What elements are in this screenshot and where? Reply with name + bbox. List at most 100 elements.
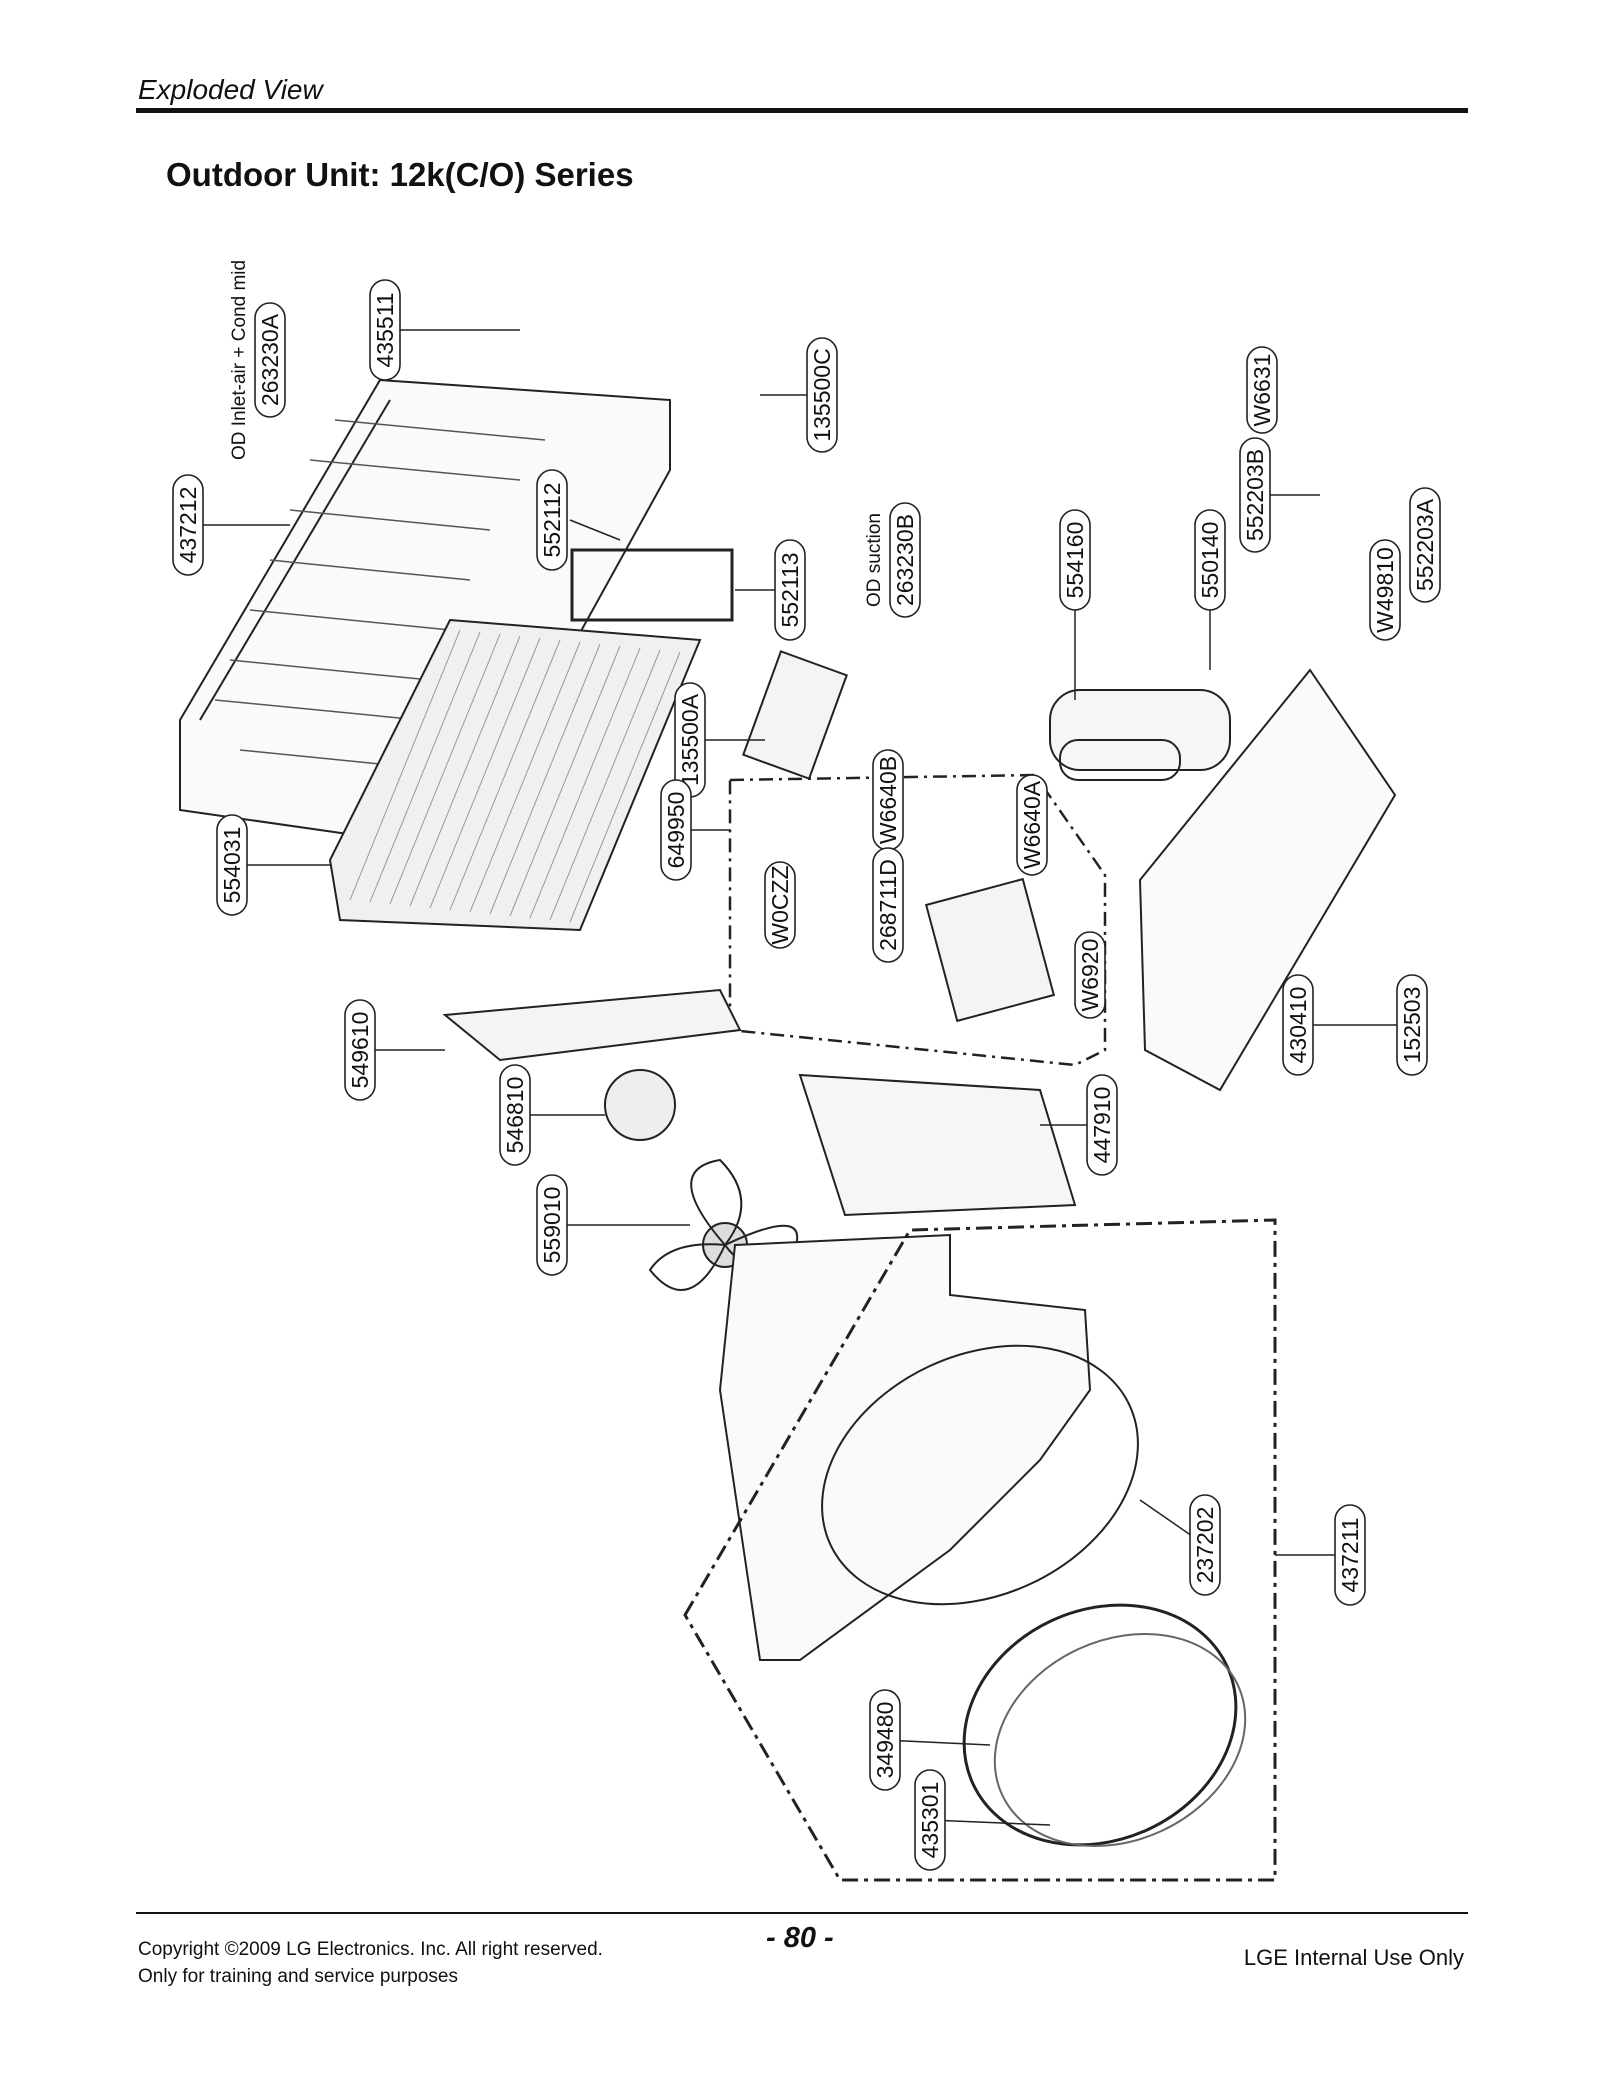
part-label-oval (499, 1064, 531, 1166)
page-number: - 80 - (766, 1922, 834, 1954)
part-label-oval (536, 469, 568, 571)
cabinet-assembly-outline (683, 1218, 1277, 1882)
part-number-text: 152503 (1399, 987, 1425, 1064)
footer-left: Copyright ©2009 LG Electronics. Inc. All… (138, 1936, 603, 1990)
part-number-text: W6631 (1249, 354, 1275, 427)
motor-mount-drawing (442, 988, 742, 1062)
part-number-text: 268711D (875, 859, 901, 951)
part-label-w6640a: W6640A (1016, 774, 1048, 876)
part-number-text: W6920 (1077, 939, 1103, 1012)
part-number-text: 447910 (1089, 1087, 1115, 1164)
part-label-554031: 554031 (216, 814, 248, 916)
fan-motor-drawing (604, 1069, 676, 1141)
part-label-oval (1194, 509, 1226, 611)
part-label-152503: 152503 (1396, 974, 1428, 1076)
part-label-437212: 437212 (172, 474, 204, 576)
part-label-552203b: 552203B (1239, 437, 1271, 553)
part-labels: 435511 135500C 437212 263230A OD Inlet-air +… (172, 260, 1441, 1871)
part-number-text: 550140 (1197, 522, 1223, 599)
part-number-text: 552203A (1412, 498, 1438, 591)
part-label-oval (1282, 974, 1314, 1076)
part-label-552203a: 552203A (1409, 487, 1441, 603)
part-number-text: 435511 (372, 292, 398, 367)
part-label-oval (1246, 346, 1278, 434)
header-rule (136, 108, 1468, 113)
part-label-447910: 447910 (1086, 1074, 1118, 1176)
condenser-coil-drawing (328, 618, 702, 932)
part-label-oval (806, 337, 838, 453)
part-label-549610: 549610 (344, 999, 376, 1101)
front-grille-drawing (962, 1603, 1247, 1847)
part-label-oval (369, 279, 401, 381)
part-label-oval (344, 999, 376, 1101)
part-number-text: W6640B (875, 756, 901, 844)
part-number-text: 559010 (539, 1187, 565, 1264)
part-label-435511: 435511 (369, 279, 401, 381)
compressor-drawing (1049, 689, 1231, 781)
part-label-349480: 349480 (869, 1689, 901, 1791)
part-number-text: 552113 (777, 552, 803, 627)
section-header: Exploded View (138, 74, 323, 105)
part-label-546810: 546810 (499, 1064, 531, 1166)
part-label-oval (1074, 931, 1106, 1019)
page-title: Outdoor Unit: 12k(C/O) Series (166, 156, 634, 193)
part-label-oval (216, 814, 248, 916)
part-label-w6640b: W6640B (872, 749, 904, 851)
control-pcb-case-drawing (924, 877, 1056, 1023)
control-box-outline (728, 773, 1107, 1067)
part-note-text: OD suction (864, 513, 885, 607)
part-label-oval (914, 1769, 946, 1871)
part-number-text: 552203B (1242, 449, 1268, 541)
part-label-oval (1239, 437, 1271, 553)
part-number-text: 135500A (677, 693, 703, 786)
part-label-437211: 437211 (1334, 1504, 1366, 1606)
part-label-oval (764, 861, 796, 949)
part-label-oval (254, 302, 286, 418)
part-number-text: 649950 (663, 792, 689, 869)
part-number-text: 435301 (917, 1782, 943, 1859)
part-label-oval (1059, 509, 1091, 611)
part-number-text: 263230B (892, 514, 918, 606)
part-label-135500c: 135500C (806, 337, 838, 453)
part-number-text: W0CZZ (767, 865, 793, 944)
part-label-237202: 237202 (1189, 1494, 1221, 1596)
part-label-oval (1016, 774, 1048, 876)
part-label-oval (872, 847, 904, 963)
part-number-text: 135500C (809, 348, 835, 441)
part-label-oval (1396, 974, 1428, 1076)
part-label-559010: 559010 (536, 1174, 568, 1276)
part-number-text: 437212 (175, 487, 201, 564)
part-label-268711d: 268711D (872, 847, 904, 963)
part-label-oval (1086, 1074, 1118, 1176)
part-number-text: 437211 (1337, 1517, 1363, 1592)
part-label-430410: 430410 (1282, 974, 1314, 1076)
part-number-text: 549610 (347, 1012, 373, 1089)
part-label-oval (660, 779, 692, 881)
part-label-w6920: W6920 (1074, 931, 1106, 1019)
part-label-649950: 649950 (660, 779, 692, 881)
part-number-text: W6640A (1019, 780, 1045, 869)
pipe-assembly-box (570, 548, 734, 622)
part-note-text: OD Inlet-air + Cond mid (229, 260, 250, 460)
part-label-oval (889, 502, 921, 618)
part-label-552113: 552113 (774, 539, 806, 641)
part-number-text: 554160 (1062, 522, 1088, 599)
part-number-text: 263230A (257, 313, 283, 406)
part-label-oval (869, 1689, 901, 1791)
copyright-text: Copyright ©2009 LG Electronics. Inc. All… (138, 1939, 603, 1960)
part-label-oval (536, 1174, 568, 1276)
part-label-552112: 552112 (536, 469, 568, 571)
base-pan-drawing (1138, 668, 1397, 1092)
part-label-w6631: W6631 (1246, 346, 1278, 434)
part-number-text: 552112 (539, 482, 565, 557)
part-label-554160: 554160 (1059, 509, 1091, 611)
part-label-550140: 550140 (1194, 509, 1226, 611)
part-label-263230b: 263230B OD suction (864, 502, 921, 618)
part-label-435301: 435301 (914, 1769, 946, 1871)
part-label-oval (1189, 1494, 1221, 1596)
part-label-w49810: W49810 (1369, 539, 1401, 641)
part-label-oval (1369, 539, 1401, 641)
part-number-text: 430410 (1285, 987, 1311, 1064)
part-number-text: 554031 (219, 827, 245, 904)
